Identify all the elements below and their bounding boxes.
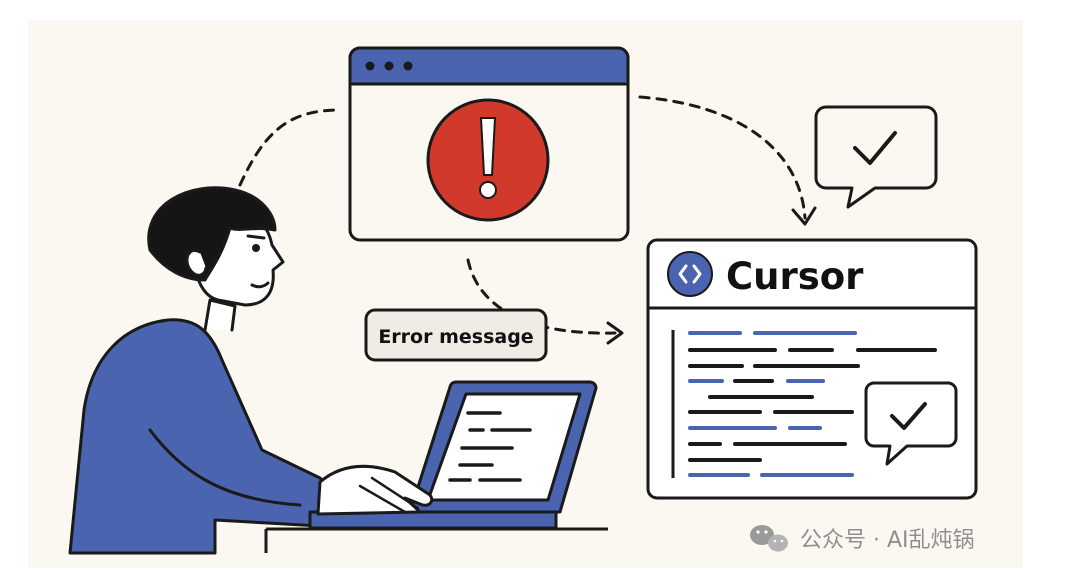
laptop-code-lines (448, 411, 532, 482)
error-message-label: Error message (378, 326, 533, 348)
person-body (68, 318, 347, 555)
exclamation-icon (426, 98, 550, 222)
arrow-error-to-cursor (638, 95, 807, 220)
wechat-icon (750, 525, 788, 552)
laptop-base (308, 510, 558, 530)
arrow-person-to-error (238, 108, 342, 187)
person-arm (148, 428, 302, 507)
person (68, 186, 347, 555)
cursor-logo-icon (667, 251, 713, 297)
check-icon (853, 131, 897, 165)
cursor-title: Cursor (726, 255, 864, 298)
person-ear (185, 248, 208, 277)
watermark-text: 公众号 · AI乱炖锅 (800, 528, 975, 553)
flow-arrows (238, 95, 807, 335)
arrow-head-cursor (791, 206, 817, 226)
person-hand (316, 464, 434, 516)
cursor-panel: Cursor (646, 238, 978, 500)
check-icon (890, 402, 927, 430)
watermark: 公众号 · AI乱炖锅 (750, 525, 975, 553)
window-dot (403, 61, 413, 71)
person-hair (147, 186, 277, 282)
window-dot (384, 61, 394, 71)
error-window (348, 46, 630, 242)
speech-bubble-inner (864, 381, 958, 466)
hand-fingers (358, 476, 420, 514)
arrow-head-code (606, 321, 624, 345)
laptop (308, 380, 598, 530)
person-brow (246, 234, 266, 240)
speech-bubble-top (814, 105, 938, 209)
arrow-error-to-code (466, 258, 617, 335)
person-eye (252, 244, 260, 252)
arrow-heads (606, 206, 817, 345)
code-lines (688, 331, 937, 477)
person-mouth (250, 281, 270, 289)
person-neck (203, 298, 237, 332)
error-message-tag: Error message (364, 308, 548, 362)
window-dot (365, 61, 375, 71)
